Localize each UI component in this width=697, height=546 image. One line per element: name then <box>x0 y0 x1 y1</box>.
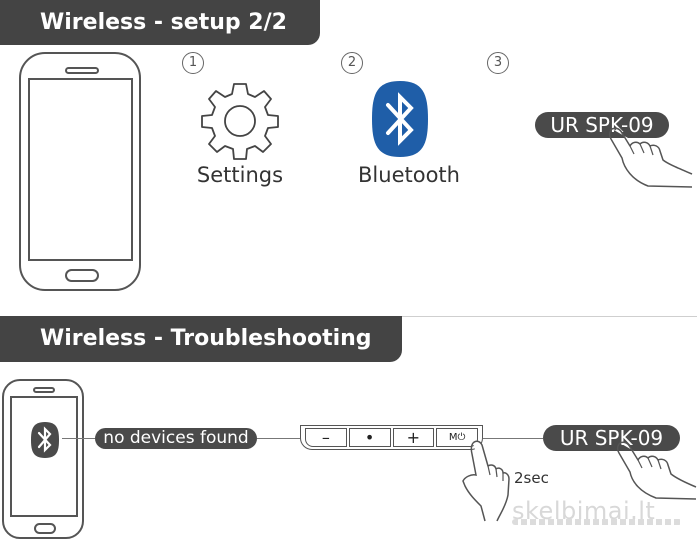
step-number-3: 3 <box>487 52 509 74</box>
connector-line <box>257 438 300 439</box>
phone-home-button <box>65 269 99 282</box>
bluetooth-icon <box>372 81 428 157</box>
smartphone-small-illustration <box>2 379 84 539</box>
connector-line <box>62 438 95 439</box>
hand-tap-icon <box>608 127 693 188</box>
phone-speaker <box>65 67 99 74</box>
gear-icon <box>201 83 279 160</box>
mode-power-button[interactable]: M⏻ <box>436 428 478 447</box>
watermark-decoration <box>512 519 682 525</box>
connector-line <box>483 438 543 439</box>
hold-duration-label: 2sec <box>514 469 549 487</box>
smartphone-illustration <box>19 52 141 291</box>
step-number-2: 2 <box>341 52 363 74</box>
step-label-bluetooth: Bluetooth <box>358 163 460 187</box>
volume-down-button[interactable]: – <box>305 428 347 447</box>
phone-speaker <box>33 387 55 393</box>
setup-title: Wireless - setup 2/2 <box>40 10 287 35</box>
step-label-settings: Settings <box>196 163 284 187</box>
bluetooth-small-icon <box>31 422 59 458</box>
hand-tap-icon <box>616 441 697 500</box>
step-number-1: 1 <box>182 52 204 74</box>
setup-title-bar: Wireless - setup 2/2 <box>0 0 320 45</box>
troubleshooting-title-bar: Wireless - Troubleshooting <box>0 316 402 362</box>
device-name-button[interactable]: UR SPK-09 <box>543 425 680 451</box>
play-pause-button[interactable]: • <box>348 428 391 447</box>
no-devices-status: no devices found <box>95 428 257 449</box>
device-name-button[interactable]: UR SPK-09 <box>535 112 669 138</box>
troubleshooting-title: Wireless - Troubleshooting <box>40 326 372 351</box>
phone-screen <box>28 78 133 261</box>
phone-home-button <box>34 523 56 534</box>
speaker-control-panel: – • + M⏻ <box>300 425 483 450</box>
hand-press-icon <box>462 440 510 522</box>
volume-up-button[interactable]: + <box>392 428 435 447</box>
